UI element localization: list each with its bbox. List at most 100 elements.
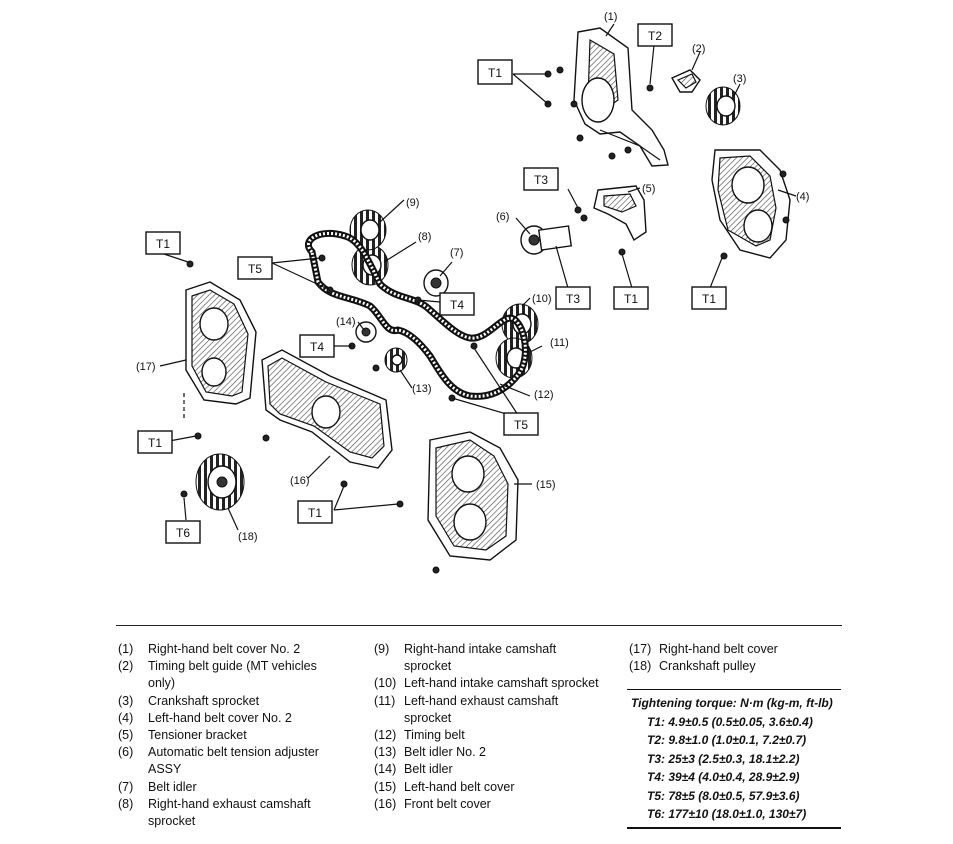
legend-text: Automatic belt tension adjuster ASSY bbox=[148, 745, 319, 777]
callout-9: (9) bbox=[406, 197, 419, 209]
legend-text: Crankshaft pulley bbox=[659, 659, 756, 674]
legend-text: Timing belt guide (MT vehicles only) bbox=[148, 659, 317, 691]
legend-number: (17) bbox=[629, 642, 652, 656]
legend-text: Crankshaft sprocket bbox=[148, 693, 260, 708]
rh-belt-cover-no2 bbox=[573, 27, 669, 167]
svg-text:T3: T3 bbox=[534, 173, 548, 187]
belt-idler-no2 bbox=[384, 347, 408, 373]
legend-text: Tensioner bracket bbox=[148, 728, 247, 743]
legend-number: (2) bbox=[118, 659, 134, 674]
timing-belt-exploded-diagram: T1 T2 T3 T3 T1 T1 T1 T5 T4 T4 T5 T1 T1 T… bbox=[136, 11, 809, 574]
t4-tag-a: T4 bbox=[439, 292, 475, 316]
legend-item: (2) Timing belt guide (MT vehicles only) bbox=[118, 658, 343, 692]
legend-number: (14) bbox=[374, 762, 397, 777]
legend-column-1: (1)Right-hand belt cover No. 2(2)Timing … bbox=[118, 641, 343, 830]
tensioner-bracket bbox=[593, 185, 647, 242]
legend-text: Left-hand belt cover No. 2 bbox=[148, 710, 292, 725]
legend-text: Left-hand belt cover bbox=[404, 779, 515, 794]
legend-number: (9) bbox=[374, 642, 390, 656]
svg-text:T1: T1 bbox=[156, 237, 170, 251]
svg-text:T5: T5 bbox=[248, 262, 262, 276]
callout-3: (3) bbox=[733, 73, 746, 85]
legend-text: Right-hand belt cover bbox=[659, 642, 778, 656]
torque-row: T2: 9.8±1.0 (1.0±0.1, 7.2±0.7) bbox=[647, 733, 807, 747]
t5-tag-b: T5 bbox=[503, 412, 539, 436]
svg-text:T3: T3 bbox=[566, 292, 580, 306]
legend-text: Right-hand intake camshaft sprocket bbox=[404, 642, 557, 674]
legend-item: (4) Left-hand belt cover No. 2 bbox=[118, 710, 343, 727]
lh-belt-cover bbox=[427, 431, 519, 561]
svg-text:T6: T6 bbox=[176, 526, 190, 540]
legend-column-3: (17) Right-hand belt cover (18) Crankshaft … bbox=[629, 641, 844, 675]
callout-1: (1) bbox=[604, 11, 617, 23]
svg-text:T4: T4 bbox=[450, 298, 464, 312]
legend-text: Timing belt bbox=[404, 728, 465, 743]
callout-17: (17) bbox=[136, 361, 156, 373]
torque-row: T1: 4.9±0.5 (0.5±0.05, 3.6±0.4) bbox=[647, 714, 813, 729]
legend-number: (13) bbox=[374, 745, 397, 760]
torque-row: T3: 25±3 (2.5±0.3, 18.1±2.2) bbox=[647, 751, 800, 766]
belt-idler bbox=[423, 269, 449, 297]
crankshaft-sprocket bbox=[705, 86, 741, 126]
legend-item: (5) Tensioner bracket bbox=[118, 727, 343, 744]
callout-15: (15) bbox=[536, 479, 556, 491]
legend-column-2: (9) Right-hand intake camshaft sprocket (1… bbox=[374, 641, 599, 813]
legend-text: Belt idler bbox=[404, 762, 453, 777]
legend-number: (4) bbox=[118, 710, 134, 725]
legend-text: Belt idler bbox=[148, 779, 197, 794]
legend-item: (9) Right-hand intake camshaft sprocket bbox=[374, 641, 599, 675]
rh-intake-camshaft-sprocket bbox=[349, 209, 387, 251]
legend-text: Front belt cover bbox=[404, 796, 491, 811]
legend-number: (3) bbox=[118, 693, 134, 708]
divider-rule bbox=[116, 625, 842, 626]
lh-belt-cover-no2 bbox=[711, 149, 791, 259]
callout-10: (10) bbox=[532, 293, 552, 305]
legend-number: (7) bbox=[118, 779, 134, 794]
legend-number: (1) bbox=[118, 642, 134, 656]
legend-number: (15) bbox=[374, 779, 397, 794]
t1-tag-d: T1 bbox=[145, 231, 181, 255]
callout-16: (16) bbox=[290, 475, 310, 487]
callout-4: (4) bbox=[796, 191, 809, 203]
torque-rows: T1: 4.9±0.5 (0.5±0.05, 3.6±0.4) T2: 9.8±1… bbox=[627, 713, 841, 824]
svg-text:T1: T1 bbox=[624, 292, 638, 306]
svg-text:T1: T1 bbox=[488, 66, 502, 80]
legend-number: (10) bbox=[374, 676, 397, 691]
svg-text:T2: T2 bbox=[648, 29, 662, 43]
legend-number: (5) bbox=[118, 728, 134, 743]
legend-number: (18) bbox=[629, 659, 652, 674]
callout-11: (11) bbox=[550, 337, 569, 349]
t3-tag-a: T3 bbox=[523, 167, 559, 191]
callout-7: (7) bbox=[450, 247, 463, 259]
legend-item: (18) Crankshaft pulley bbox=[629, 658, 844, 675]
legend-number: (8) bbox=[118, 796, 134, 811]
legend-item: (8)Right-hand exhaust camshaft sprocket bbox=[118, 796, 343, 830]
legend-item: (17) Right-hand belt cover bbox=[629, 641, 844, 658]
tightening-torque-table: Tightening torque: N·m (kg-m, ft-lb) T1:… bbox=[627, 689, 841, 829]
torque-row: T4: 39±4 (4.0±0.4, 28.9±2.9) bbox=[647, 770, 800, 784]
legend-number: (16) bbox=[374, 796, 397, 811]
callout-8: (8) bbox=[418, 231, 431, 243]
callout-6: (6) bbox=[496, 211, 509, 223]
legend-number: (6) bbox=[118, 745, 134, 760]
legend-text: Left-hand intake camshaft sprocket bbox=[404, 676, 599, 691]
callout-labels: (1) (2) (3) (4) (5) (6) (7) (8) (9) (10)… bbox=[136, 11, 809, 543]
svg-text:T1: T1 bbox=[308, 506, 322, 520]
legend-item: (12)Timing belt bbox=[374, 727, 599, 744]
t6-tag: T6 bbox=[165, 520, 201, 544]
timing-belt-guide bbox=[671, 69, 701, 93]
torque-title: Tightening torque: N·m (kg-m, ft-lb) bbox=[631, 696, 833, 710]
belt-idler-14 bbox=[355, 321, 377, 343]
legend-item: (6) Automatic belt tension adjuster ASSY bbox=[118, 744, 343, 778]
callout-2: (2) bbox=[692, 43, 705, 55]
legend-text: Belt idler No. 2 bbox=[404, 745, 486, 760]
crankshaft-pulley bbox=[195, 453, 245, 511]
t1-tag-a: T1 bbox=[477, 59, 513, 85]
callout-18: (18) bbox=[238, 531, 258, 543]
legend-item: (13) Belt idler No. 2 bbox=[374, 744, 599, 761]
callout-5: (5) bbox=[642, 183, 655, 195]
torque-row: T6: 177±10 (18.0±1.0, 130±7) bbox=[647, 807, 807, 821]
legend-item: (7) Belt idler bbox=[118, 779, 343, 796]
callout-13: (13) bbox=[412, 383, 432, 395]
svg-text:T1: T1 bbox=[702, 292, 716, 306]
